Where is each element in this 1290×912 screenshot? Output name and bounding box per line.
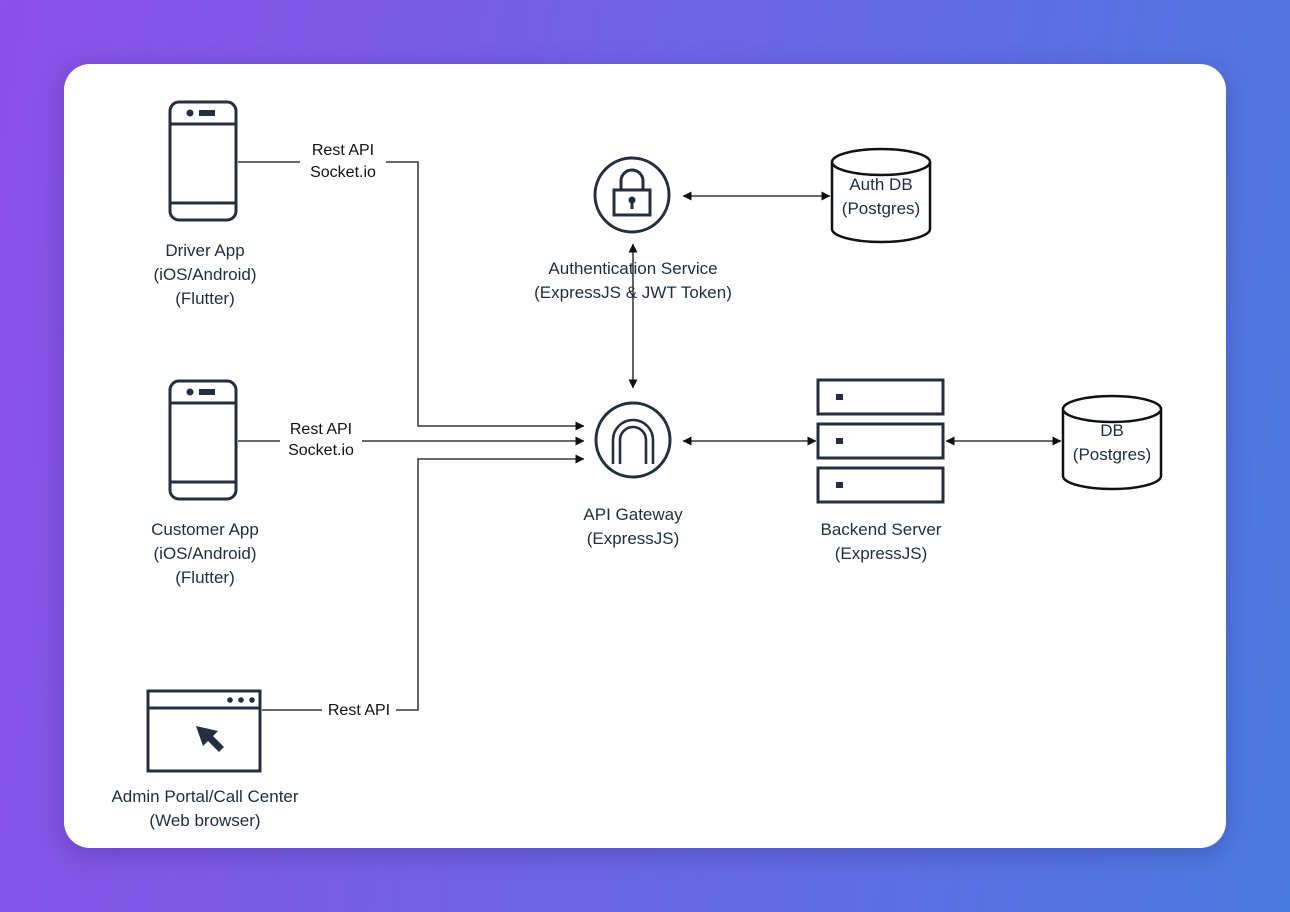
node-label-line: (Postgres): [842, 199, 920, 218]
node-label-line: (Postgres): [1073, 445, 1151, 464]
edge-label-driver: Rest API Socket.io: [300, 139, 386, 181]
node-label-line: (iOS/Android): [154, 265, 257, 284]
auth-service-node[interactable]: Authentication Service (ExpressJS & JWT …: [534, 156, 732, 302]
node-label-line: Customer App: [151, 520, 259, 539]
edge-label-customer: Rest API Socket.io: [280, 418, 362, 460]
edge-label-admin: Rest API: [322, 699, 396, 721]
node-label-line: Auth DB: [849, 175, 912, 194]
edge-label-line: Socket.io: [288, 442, 354, 459]
server-stack-icon: [816, 378, 945, 504]
node-label-line: Driver App: [165, 241, 244, 260]
backend-server-node[interactable]: Backend Server (ExpressJS): [816, 378, 945, 563]
node-label-line: (Flutter): [175, 568, 235, 587]
node-label-line: Authentication Service: [548, 259, 717, 278]
edge-label-line: Rest API: [312, 142, 374, 159]
connector-driver-to-gateway: [238, 161, 585, 431]
api-gateway-icon: [594, 401, 672, 479]
database-cylinder-icon: [830, 147, 932, 244]
browser-window-icon: [146, 689, 262, 773]
mobile-phone-icon: [168, 100, 238, 222]
node-label-line: API Gateway: [583, 505, 683, 524]
node-label-line: (iOS/Android): [154, 544, 257, 563]
customer-app-node[interactable]: Customer App (iOS/Android) (Flutter): [151, 379, 259, 587]
edge-label-line: Rest API: [328, 702, 390, 719]
auth-db-node[interactable]: Auth DB (Postgres): [830, 147, 932, 244]
connector-admin-to-gateway: [262, 454, 585, 711]
node-label-line: Admin Portal/Call Center: [111, 787, 298, 806]
db-node[interactable]: DB (Postgres): [1061, 394, 1163, 491]
cursor-arrow-icon: [196, 726, 224, 752]
database-cylinder-icon: [1061, 394, 1163, 491]
driver-app-node[interactable]: Driver App (iOS/Android) (Flutter): [154, 100, 257, 308]
edge-label-line: Socket.io: [310, 164, 376, 181]
admin-portal-node[interactable]: Admin Portal/Call Center (Web browser): [111, 689, 299, 830]
node-label-line: DB: [1100, 421, 1124, 440]
api-gateway-node[interactable]: API Gateway (ExpressJS): [583, 401, 683, 548]
node-label-line: (ExpressJS): [835, 544, 928, 563]
edge-label-line: Rest API: [290, 421, 352, 438]
mobile-phone-icon: [168, 379, 238, 501]
lock-icon: [593, 156, 671, 234]
node-label-line: (Web browser): [149, 811, 260, 830]
node-label-line: (Flutter): [175, 289, 235, 308]
node-label-line: Backend Server: [821, 520, 942, 539]
node-label-line: (ExpressJS): [587, 529, 680, 548]
node-label-line: (ExpressJS & JWT Token): [534, 283, 732, 302]
